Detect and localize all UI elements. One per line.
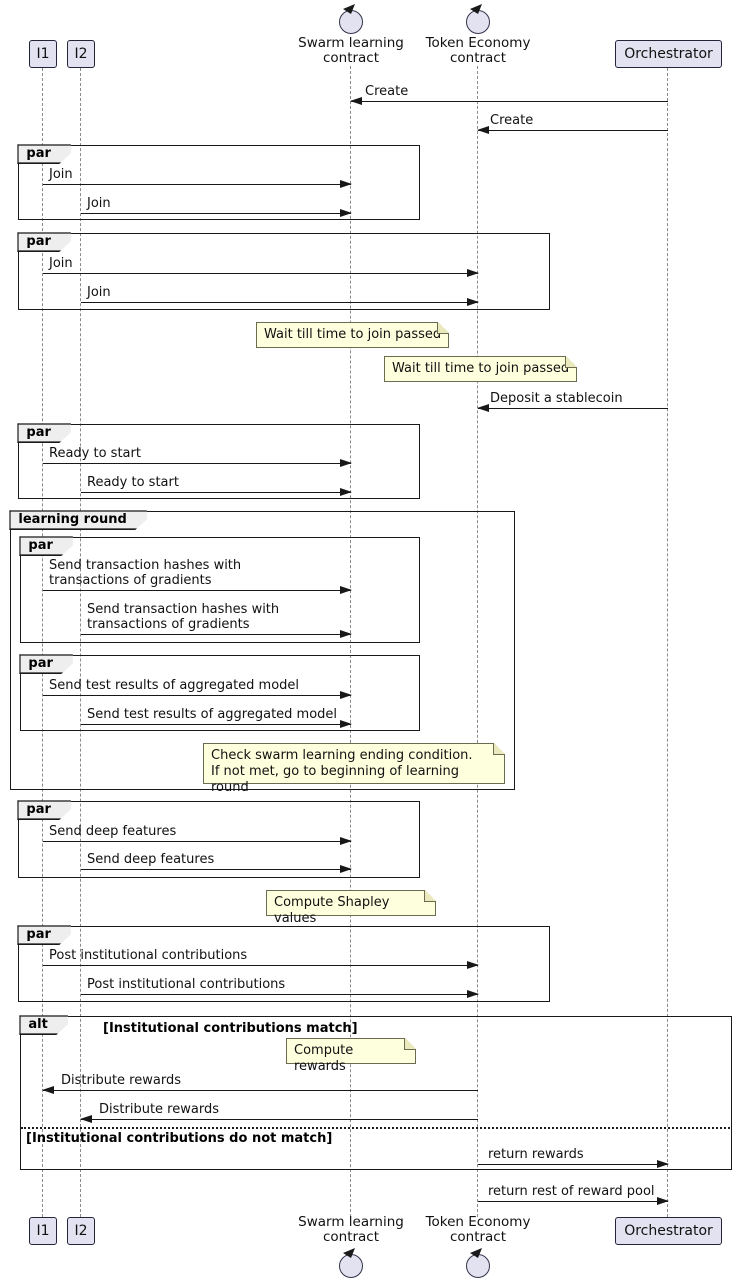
note-wait-join-token: Wait till time to join passed: [384, 356, 577, 382]
message-join-i2-swarm: Join: [81, 196, 352, 217]
message-return-reward-pool: return rest of reward pool: [478, 1184, 669, 1205]
note-dogear: [424, 890, 436, 902]
par-frame-label: par: [19, 536, 73, 556]
message-distribute-rewards-i1: Distribute rewards: [42, 1073, 478, 1094]
lifeline-orchestrator: [667, 68, 668, 1217]
par-frame-ready: par: [18, 424, 420, 499]
note-dogear: [404, 1038, 416, 1050]
control-icon-token-bottom: [466, 1248, 490, 1278]
arrowhead-right: [340, 630, 352, 638]
par-frame-label: par: [19, 654, 73, 674]
alt-frame-label: alt: [19, 1015, 67, 1035]
participant-token-bottom: Token Economy contract: [425, 1214, 531, 1245]
lifeline-swarm: [350, 66, 351, 1217]
participant-i2-bottom: I2: [67, 1217, 95, 1245]
par-frame-gradients: par: [20, 537, 420, 643]
arrowhead-right: [340, 459, 352, 467]
note-dogear: [565, 356, 577, 368]
par-frame-label: par: [17, 144, 71, 164]
control-icon-swarm-bottom: [339, 1248, 363, 1278]
arrowhead-right: [340, 837, 352, 845]
message-ready-i2: Ready to start: [81, 475, 352, 496]
arrowhead-right: [340, 691, 352, 699]
control-icon-swarm-top: [339, 4, 363, 34]
par-frame-label: par: [17, 925, 71, 945]
message-create-swarm: Create: [350, 84, 668, 105]
par-frame-label: par: [17, 423, 71, 443]
participant-token-top: Token Economy contract: [425, 35, 531, 66]
note-dogear: [437, 322, 449, 334]
message-gradients-i2: Send transaction hashes with transaction…: [81, 602, 352, 638]
par-frame-label: par: [17, 800, 71, 820]
message-ready-i1: Ready to start: [43, 446, 352, 467]
message-test-results-i1: Send test results of aggregated model: [43, 678, 352, 699]
alt-divider: [21, 1127, 730, 1129]
participant-i1-top: I1: [29, 40, 57, 68]
par-frame-contributions: par: [18, 926, 550, 1002]
message-join-i1-token: Join: [43, 256, 479, 277]
par-frame-test-results: par: [20, 655, 420, 731]
message-deposit-stablecoin: Deposit a stablecoin: [477, 391, 668, 412]
arrowhead-left: [477, 404, 489, 412]
message-deep-features-i1: Send deep features: [43, 824, 352, 845]
arrowhead-right: [467, 298, 479, 306]
message-return-rewards: return rewards: [478, 1147, 669, 1168]
note-check-ending-condition: Check swarm learning ending condition. I…: [203, 743, 505, 795]
arrowhead-right: [340, 209, 352, 217]
learning-round-label: learning round: [9, 510, 146, 530]
arrowhead-right: [467, 961, 479, 969]
participant-i2-top: I2: [67, 40, 95, 68]
arrowhead-right: [340, 180, 352, 188]
alt-guard-match: [Institutional contributions match]: [103, 1021, 358, 1036]
control-icon-token-top: [466, 4, 490, 34]
message-post-contributions-i1: Post institutional contributions: [43, 948, 479, 969]
lifeline-token: [477, 66, 478, 1217]
participant-orchestrator-bottom: Orchestrator: [615, 1217, 722, 1245]
note-dogear: [493, 743, 505, 755]
arrowhead-right: [467, 269, 479, 277]
alt-guard-no-match: [Institutional contributions do not matc…: [26, 1131, 333, 1146]
arrowhead-right: [657, 1197, 669, 1205]
par-frame-label: par: [17, 232, 71, 252]
arrowhead-right: [467, 990, 479, 998]
par-frame-join-token: par: [18, 233, 550, 310]
arrowhead-left: [350, 97, 362, 105]
arrowhead-right: [340, 586, 352, 594]
alt-frame: alt [Institutional contributions match] …: [20, 1016, 732, 1170]
arrowhead-right: [657, 1160, 669, 1168]
note-wait-join-swarm: Wait till time to join passed: [256, 322, 449, 348]
note-compute-shapley: Compute Shapley values: [266, 890, 436, 926]
participant-i1-bottom: I1: [29, 1217, 57, 1245]
arrowhead-right: [340, 488, 352, 496]
participant-swarm-bottom: Swarm learning contract: [298, 1214, 404, 1245]
par-frame-join-swarm: par: [18, 145, 420, 220]
participant-orchestrator-top: Orchestrator: [615, 40, 722, 68]
par-frame-deep-features: par: [18, 801, 420, 878]
message-deep-features-i2: Send deep features: [81, 852, 352, 873]
message-test-results-i2: Send test results of aggregated model: [81, 707, 352, 728]
participant-swarm-top: Swarm learning contract: [298, 35, 404, 66]
arrowhead-left: [80, 1115, 92, 1123]
message-post-contributions-i2: Post institutional contributions: [81, 977, 479, 998]
note-compute-rewards: Compute rewards: [286, 1038, 416, 1074]
arrowhead-right: [340, 720, 352, 728]
arrowhead-left: [477, 126, 489, 134]
message-gradients-i1: Send transaction hashes with transaction…: [43, 558, 352, 594]
message-join-i2-token: Join: [81, 285, 479, 306]
message-create-token: Create: [477, 113, 668, 134]
message-join-i1-swarm: Join: [43, 167, 352, 188]
arrowhead-right: [340, 865, 352, 873]
arrowhead-left: [42, 1086, 54, 1094]
message-distribute-rewards-i2: Distribute rewards: [80, 1102, 478, 1123]
group-frame-learning-round: learning round: [10, 511, 515, 790]
